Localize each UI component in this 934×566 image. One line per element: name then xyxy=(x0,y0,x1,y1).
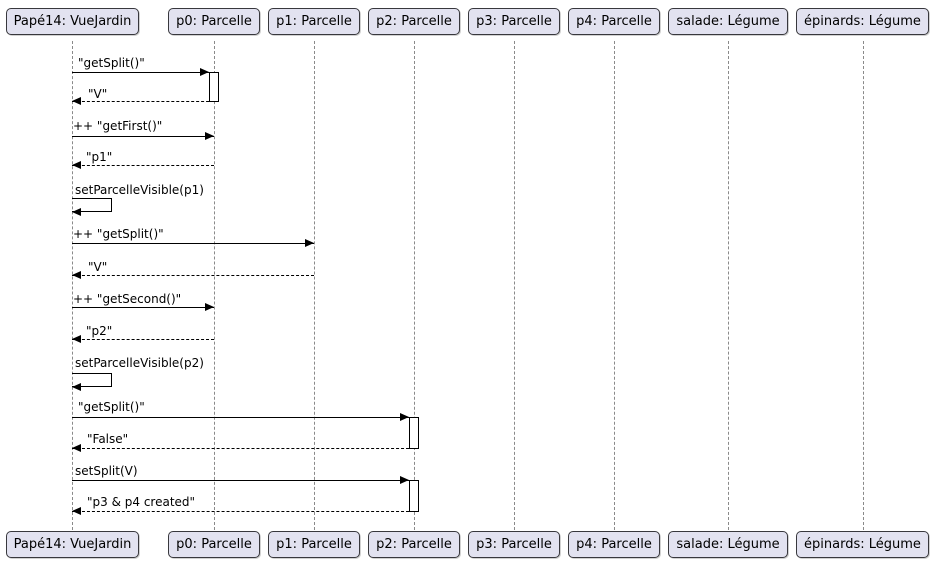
participant-label: p3: Parcelle xyxy=(476,537,552,552)
message-label-3: "p1" xyxy=(86,150,113,164)
lifeline-p4 xyxy=(614,41,615,530)
participant-label: p3: Parcelle xyxy=(476,14,552,29)
participant-label: salade: Légume xyxy=(676,537,780,552)
message-label-12: setSplit(V) xyxy=(75,464,138,478)
lifeline-salade xyxy=(728,41,729,530)
message-line-13 xyxy=(72,511,419,512)
lifeline-epinards xyxy=(863,41,864,530)
participant-label: p1: Parcelle xyxy=(276,14,352,29)
participant-label: p4: Parcelle xyxy=(576,537,652,552)
activation-bar-p0-0 xyxy=(209,72,219,102)
header-participant-epinards[interactable]: épinards: Légume xyxy=(796,8,929,35)
footer-participant-vuejardin[interactable]: Papé14: VueJardin xyxy=(6,531,139,558)
activation-bar-p2-2 xyxy=(409,480,419,512)
participant-label: p4: Parcelle xyxy=(576,14,652,29)
activation-bar-p2-1 xyxy=(409,417,419,449)
message-label-10: "getSplit()" xyxy=(78,400,145,414)
arrow-head-left-9 xyxy=(72,383,81,391)
message-line-1 xyxy=(72,101,219,102)
header-participant-p2[interactable]: p2: Parcelle xyxy=(368,8,460,35)
footer-participant-p4[interactable]: p4: Parcelle xyxy=(568,531,660,558)
message-label-1: "V" xyxy=(88,87,108,101)
arrow-head-left-11 xyxy=(72,444,81,452)
message-line-8 xyxy=(72,339,214,340)
arrow-head-right-2 xyxy=(205,132,214,140)
message-label-13: "p3 & p4 created" xyxy=(87,495,196,509)
header-participant-p4[interactable]: p4: Parcelle xyxy=(568,8,660,35)
header-participant-p3[interactable]: p3: Parcelle xyxy=(468,8,560,35)
participant-label: Papé14: VueJardin xyxy=(13,14,132,29)
message-label-2: ++ "getFirst()" xyxy=(73,119,163,133)
arrow-head-left-4 xyxy=(72,208,81,216)
lifeline-p0 xyxy=(214,41,215,530)
message-label-5: ++ "getSplit()" xyxy=(73,227,164,241)
message-line-7 xyxy=(72,307,214,308)
header-participant-p1[interactable]: p1: Parcelle xyxy=(268,8,360,35)
participant-label: p2: Parcelle xyxy=(376,14,452,29)
participant-label: Papé14: VueJardin xyxy=(13,537,132,552)
participant-label: p1: Parcelle xyxy=(276,537,352,552)
footer-participant-p1[interactable]: p1: Parcelle xyxy=(268,531,360,558)
message-label-8: "p2" xyxy=(86,324,113,338)
message-line-3 xyxy=(72,165,214,166)
message-line-11 xyxy=(72,448,419,449)
header-participant-vuejardin[interactable]: Papé14: VueJardin xyxy=(6,8,139,35)
message-line-12 xyxy=(72,480,409,481)
participant-label: épinards: Légume xyxy=(804,14,921,29)
arrow-head-right-0 xyxy=(200,68,209,76)
message-label-9: setParcelleVisible(p2) xyxy=(75,356,204,370)
footer-participant-p0[interactable]: p0: Parcelle xyxy=(168,531,260,558)
arrow-head-right-10 xyxy=(400,413,409,421)
participant-label: p0: Parcelle xyxy=(176,537,252,552)
arrow-head-left-8 xyxy=(72,335,81,343)
participant-label: p0: Parcelle xyxy=(176,14,252,29)
arrow-head-right-12 xyxy=(400,476,409,484)
arrow-head-left-3 xyxy=(72,161,81,169)
footer-participant-salade[interactable]: salade: Légume xyxy=(668,531,788,558)
arrow-head-left-6 xyxy=(72,271,81,279)
participant-label: salade: Légume xyxy=(676,14,780,29)
header-participant-p0[interactable]: p0: Parcelle xyxy=(168,8,260,35)
footer-participant-p3[interactable]: p3: Parcelle xyxy=(468,531,560,558)
message-label-4: setParcelleVisible(p1) xyxy=(75,183,204,197)
lifeline-p3 xyxy=(514,41,515,530)
arrow-head-left-1 xyxy=(72,97,81,105)
self-message-4 xyxy=(72,198,112,212)
message-line-2 xyxy=(72,136,214,137)
lifeline-vuejardin xyxy=(72,41,73,530)
lifeline-p1 xyxy=(314,41,315,530)
message-line-10 xyxy=(72,417,409,418)
participant-label: épinards: Légume xyxy=(804,537,921,552)
participant-label: p2: Parcelle xyxy=(376,537,452,552)
lifeline-p2 xyxy=(414,41,415,530)
message-line-6 xyxy=(72,275,314,276)
arrow-head-left-13 xyxy=(72,507,81,515)
message-label-7: ++ "getSecond()" xyxy=(73,292,182,306)
footer-participant-p2[interactable]: p2: Parcelle xyxy=(368,531,460,558)
message-line-0 xyxy=(72,72,209,73)
message-label-6: "V" xyxy=(88,260,108,274)
header-participant-salade[interactable]: salade: Légume xyxy=(668,8,788,35)
arrow-head-right-5 xyxy=(305,239,314,247)
arrow-head-right-7 xyxy=(205,303,214,311)
footer-participant-epinards[interactable]: épinards: Légume xyxy=(796,531,929,558)
message-label-11: "False" xyxy=(87,432,129,446)
self-message-9 xyxy=(72,373,112,387)
message-label-0: "getSplit()" xyxy=(78,56,145,70)
message-line-5 xyxy=(72,243,314,244)
